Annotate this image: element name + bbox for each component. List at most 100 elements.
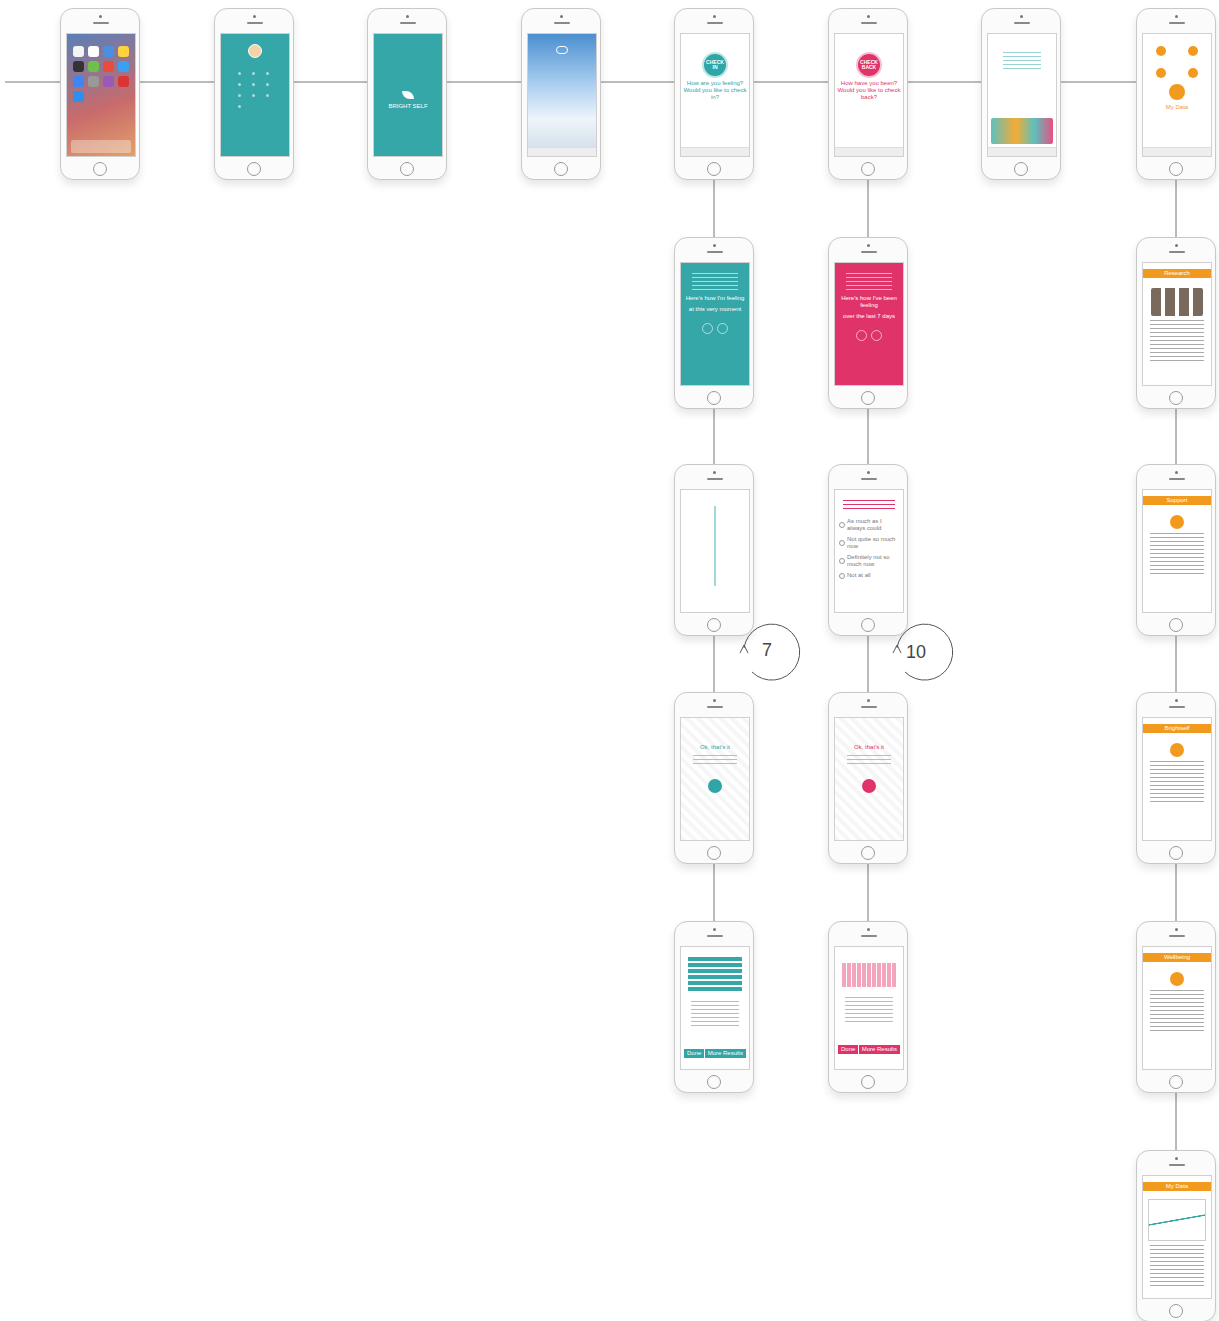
flow-connector — [294, 82, 367, 83]
home-button — [400, 162, 414, 176]
header-bar: Brightself — [1143, 724, 1211, 733]
app-grid — [73, 46, 129, 102]
result-chart — [842, 963, 896, 987]
phone-speaker — [707, 22, 723, 24]
text-placeholder — [692, 273, 738, 291]
phone-speaker — [707, 706, 723, 708]
content-placeholder — [1148, 1199, 1206, 1241]
radio-row: Not quite so much now — [839, 536, 899, 550]
pin-pad — [238, 72, 272, 108]
loop-arrowhead — [893, 645, 901, 653]
body-placeholder — [1150, 320, 1204, 362]
callout-number: 10 — [906, 642, 926, 663]
result-chart — [688, 957, 742, 991]
phone-camera — [713, 15, 716, 18]
phone-camera — [1175, 928, 1178, 931]
home-button — [1169, 618, 1183, 632]
radio-dot — [839, 540, 845, 546]
phone-screen-node: Here's how I've been feelingover the las… — [828, 237, 908, 409]
result-button: Done — [684, 1049, 704, 1058]
result-button: More Results — [705, 1049, 746, 1058]
phone-camera — [406, 15, 409, 18]
header-bar: Research — [1143, 269, 1211, 278]
flow-connector — [1176, 180, 1177, 237]
home-button — [554, 162, 568, 176]
flow-connector — [868, 636, 869, 692]
phone-camera — [867, 471, 870, 474]
phone-speaker — [1169, 22, 1185, 24]
home-button — [1169, 1304, 1183, 1318]
flow-connector — [1061, 82, 1136, 83]
phone-screen-node: CHECK INHow are you feeling? Would you l… — [674, 8, 754, 180]
pin-dot — [266, 83, 269, 86]
screen-text: at this very moment — [689, 306, 741, 313]
app-icon — [73, 76, 84, 87]
flow-connector — [868, 864, 869, 921]
app-icon — [103, 61, 114, 72]
screen: DoneMore Results — [834, 946, 904, 1070]
text-placeholder — [691, 1001, 739, 1027]
home-button — [707, 1075, 721, 1089]
header-bar: Support — [1143, 496, 1211, 505]
phone-camera — [1175, 1157, 1178, 1160]
body-placeholder — [1150, 761, 1204, 803]
screen: Here's how I've been feelingover the las… — [834, 262, 904, 386]
phone-speaker — [861, 478, 877, 480]
avatar — [248, 44, 262, 58]
app-icon — [73, 61, 84, 72]
phone-screen-node: DoneMore Results — [828, 921, 908, 1093]
content-placeholder — [1170, 515, 1184, 529]
button-row: DoneMore Results — [838, 1045, 900, 1054]
home-button — [1169, 391, 1183, 405]
loop-arrow — [897, 624, 953, 680]
phone-camera — [1175, 699, 1178, 702]
phone-speaker — [93, 22, 109, 24]
flow-connector — [714, 409, 715, 464]
phone-camera — [1020, 15, 1023, 18]
phone-speaker — [861, 251, 877, 253]
body-placeholder — [1150, 1245, 1204, 1287]
screen — [527, 33, 597, 157]
flow-connector — [1176, 1093, 1177, 1150]
phone-speaker — [1014, 22, 1030, 24]
tab-bar — [528, 147, 596, 156]
pin-dot — [252, 83, 255, 86]
flow-connector — [908, 82, 981, 83]
screen-text: Here's how I've been feeling — [837, 295, 901, 309]
prompt-text: How have you been? Would you like to che… — [837, 80, 901, 101]
result-button: Done — [838, 1045, 858, 1054]
phone-screen-node: Wellbeing — [1136, 921, 1216, 1093]
menu-icon — [1188, 68, 1198, 78]
badge-circle: CHECK IN — [704, 54, 726, 76]
phone-camera — [713, 699, 716, 702]
phone-screen-node: Brightself — [1136, 692, 1216, 864]
header-bar: My Data — [1143, 1182, 1211, 1191]
phone-camera — [253, 15, 256, 18]
phone-camera — [867, 15, 870, 18]
flow-connector — [1176, 864, 1177, 921]
screen-title: Support — [1166, 497, 1187, 504]
home-button — [861, 1075, 875, 1089]
home-button — [1169, 1075, 1183, 1089]
nav-circle — [871, 330, 882, 341]
text-placeholder — [847, 755, 891, 767]
screen: My Data — [1142, 33, 1212, 157]
phone-camera — [99, 15, 102, 18]
body-placeholder — [1150, 990, 1204, 1032]
app-icon — [118, 61, 129, 72]
flow-connector — [601, 82, 674, 83]
dock — [71, 140, 131, 153]
loop-arrowhead — [740, 645, 748, 653]
result-button: More Results — [859, 1045, 900, 1054]
home-button — [93, 162, 107, 176]
body-placeholder — [1150, 533, 1204, 575]
menu-label: My Data — [1166, 104, 1188, 111]
phone-camera — [1175, 15, 1178, 18]
phone-speaker — [247, 22, 263, 24]
screen: Ok, that's it — [680, 717, 750, 841]
badge-text: CHECK BACK — [859, 60, 879, 71]
pin-dot — [238, 83, 241, 86]
home-button — [861, 846, 875, 860]
app-icon — [88, 76, 99, 87]
